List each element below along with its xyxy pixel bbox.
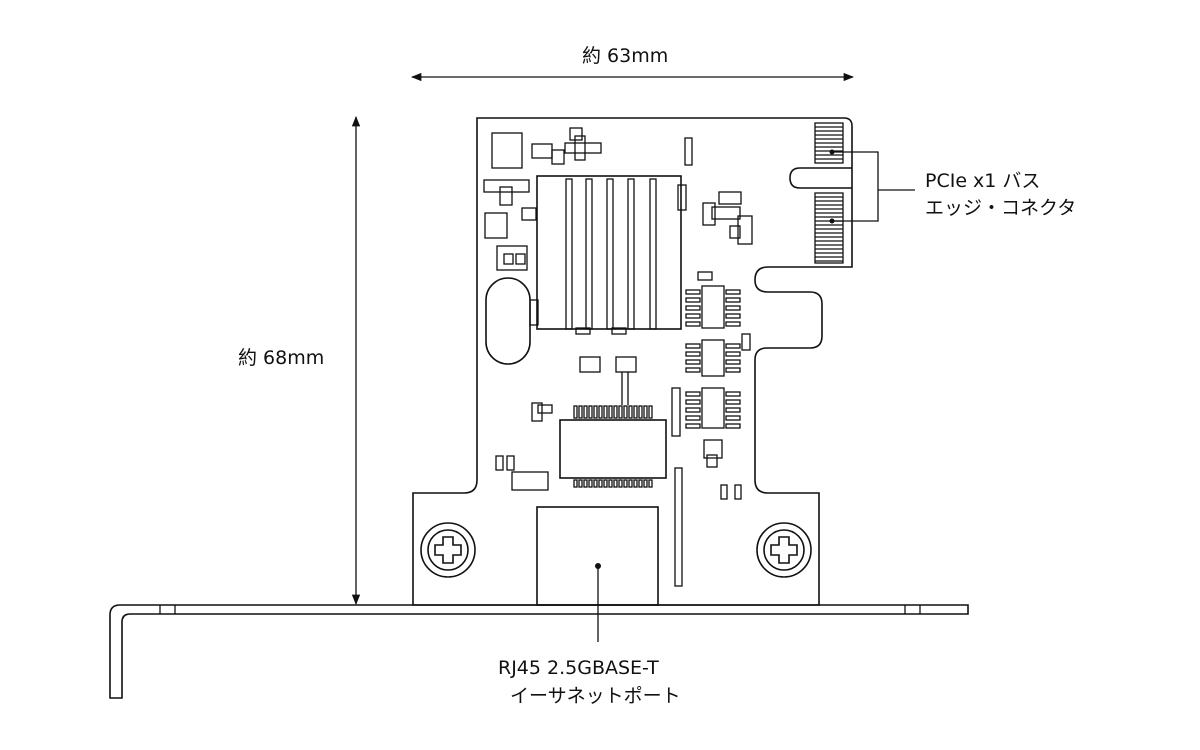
pcie-connector-label-line2: エッジ・コネクタ	[925, 197, 1077, 219]
pcie-leader-line	[829, 149, 915, 224]
lower-components	[495, 356, 742, 587]
smd-components	[483, 127, 753, 351]
width-dimension-label: 約 63mm	[582, 45, 669, 67]
pcie-connector-label-line1: PCIe x1 バス	[925, 170, 1041, 192]
rj45-label-line1: RJ45 2.5GBASE-T	[498, 657, 659, 679]
pcie-edge-connector	[789, 122, 852, 264]
heatsink	[529, 175, 687, 335]
controller-chip	[559, 405, 667, 488]
crystal-oscillator	[485, 277, 531, 365]
rj45-label-line2: イーサネットポート	[510, 685, 681, 707]
mounting-screw-left	[420, 522, 476, 578]
mounting-screw-right	[756, 522, 812, 578]
mounting-bracket	[109, 604, 969, 699]
pcb-board-outline	[412, 117, 853, 606]
height-dimension-label: 約 68mm	[238, 347, 325, 369]
soic-chips	[685, 285, 741, 429]
